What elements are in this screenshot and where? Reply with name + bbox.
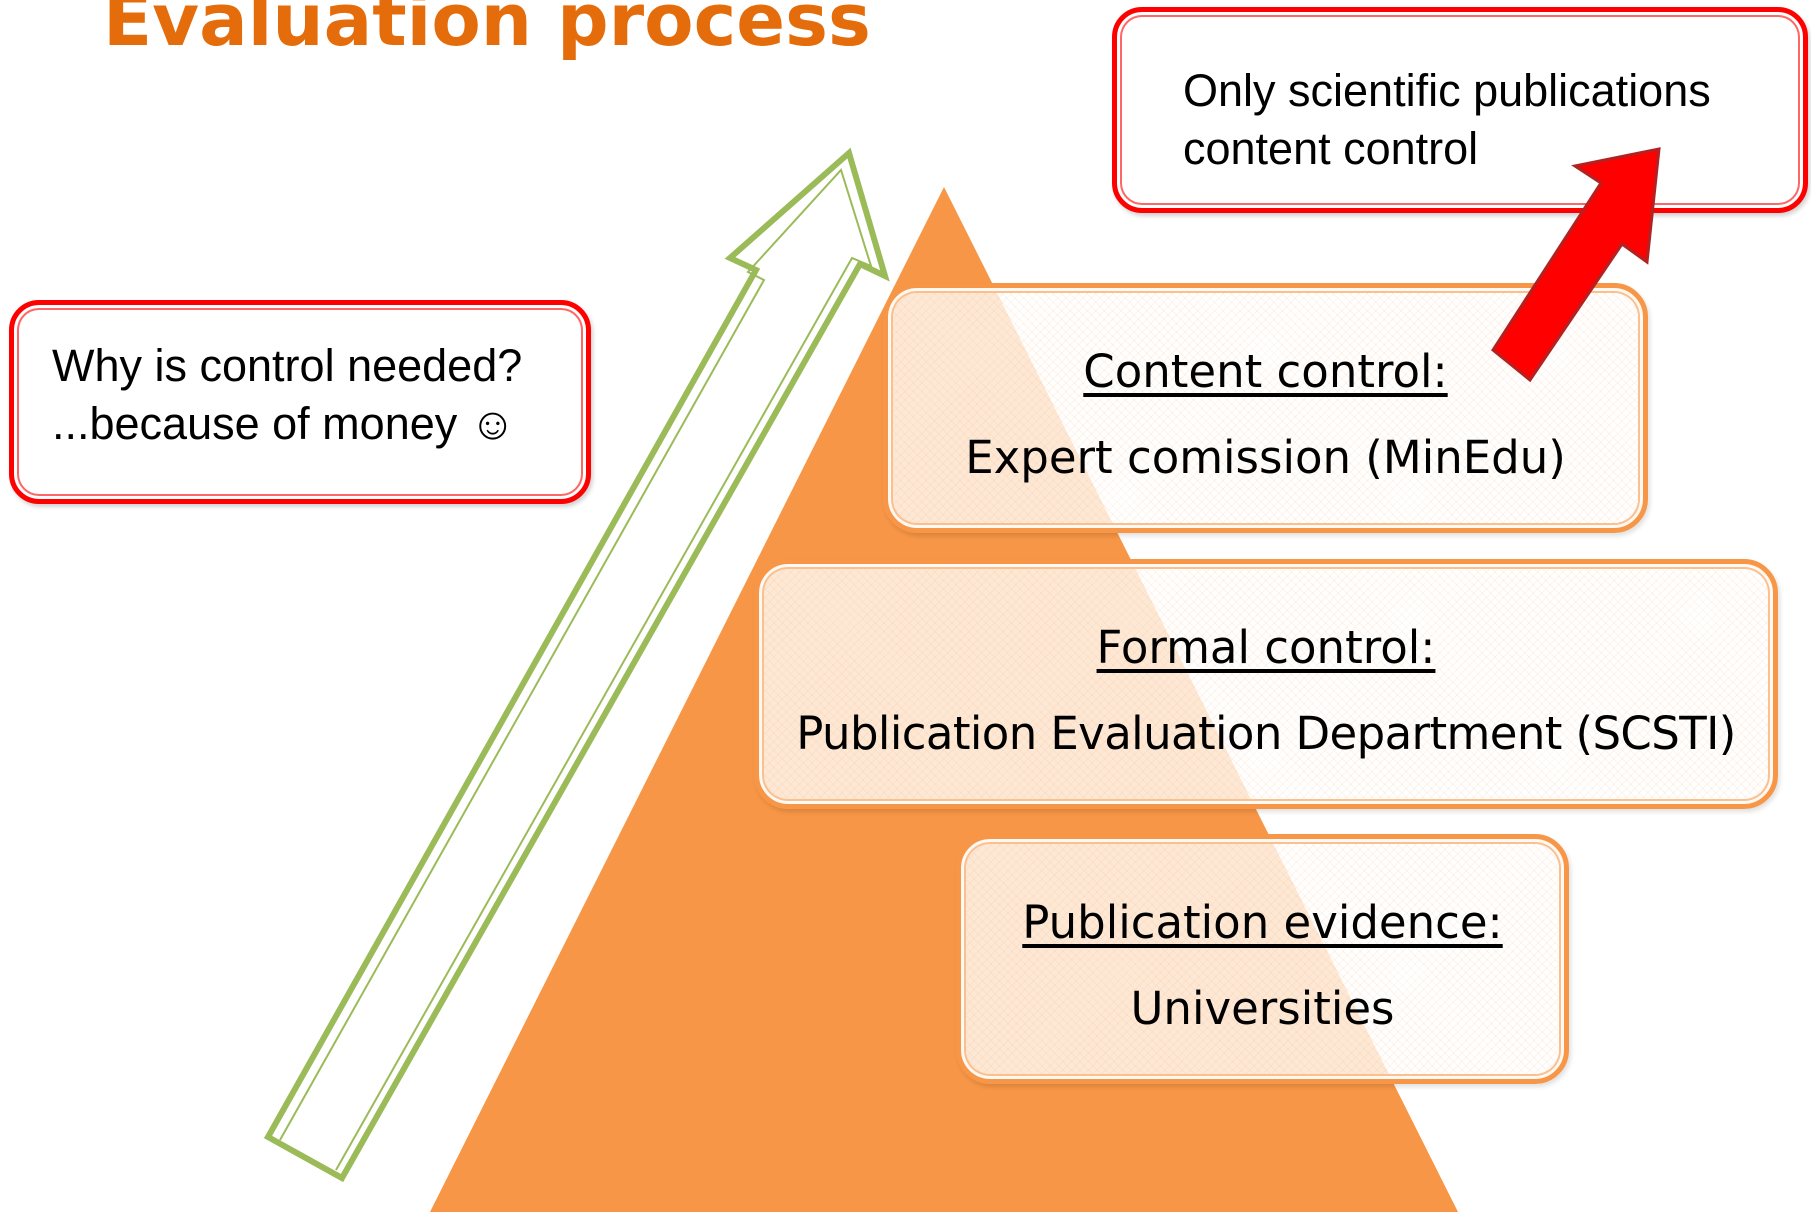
only-callout-line2: content control	[1183, 123, 1479, 174]
upward-arrow-inner-line	[279, 168, 873, 1171]
level-heading: Formal control:	[1096, 621, 1436, 674]
level-body: Publication Evaluation Department (SCSTI…	[796, 707, 1736, 760]
level-formal-control: Formal control: Publication Evaluation D…	[754, 559, 1778, 809]
why-callout-line2: ...because of money ☺	[52, 398, 516, 449]
only-callout-line1: Only scientific publications	[1183, 65, 1711, 116]
why-control-callout: Why is control needed? ...because of mon…	[9, 300, 591, 504]
level-content-control: Content control: Expert comission (MinEd…	[883, 283, 1648, 533]
page-title: Evaluation process	[103, 0, 871, 62]
level-heading: Content control:	[1083, 345, 1448, 398]
only-scientific-callout: Only scientific publications content con…	[1112, 7, 1808, 213]
level-body: Universities	[1130, 982, 1395, 1035]
level-body: Expert comission (MinEdu)	[965, 431, 1566, 484]
level-publication-evidence: Publication evidence: Universities	[956, 834, 1569, 1084]
level-heading: Publication evidence:	[1022, 896, 1503, 949]
why-callout-line1: Why is control needed?	[52, 340, 523, 391]
